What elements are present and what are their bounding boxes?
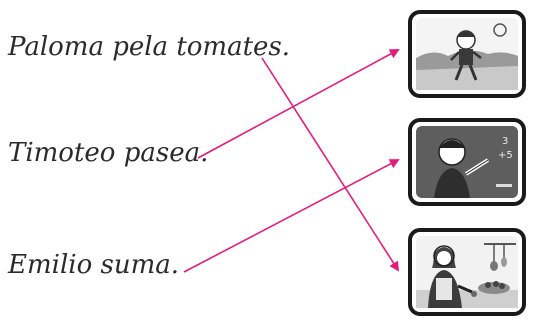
connector-paloma-to-cooking[interactable] (261, 57, 400, 272)
chalk-number: +5 (498, 150, 513, 161)
girl-cooking-icon (408, 228, 526, 316)
boy-at-blackboard-icon: 3 +5 (408, 118, 526, 206)
sentence-paloma: Paloma pela tomates. (8, 32, 291, 62)
sentence-timoteo: Timoteo pasea. (8, 138, 209, 168)
boy-walking-icon (408, 10, 526, 98)
chalk-number: 3 (502, 136, 508, 147)
connector-emilio-to-blackboard[interactable] (183, 159, 400, 273)
connector-timoteo-to-walking[interactable] (197, 49, 400, 159)
sentence-emilio: Emilio suma. (8, 250, 180, 280)
